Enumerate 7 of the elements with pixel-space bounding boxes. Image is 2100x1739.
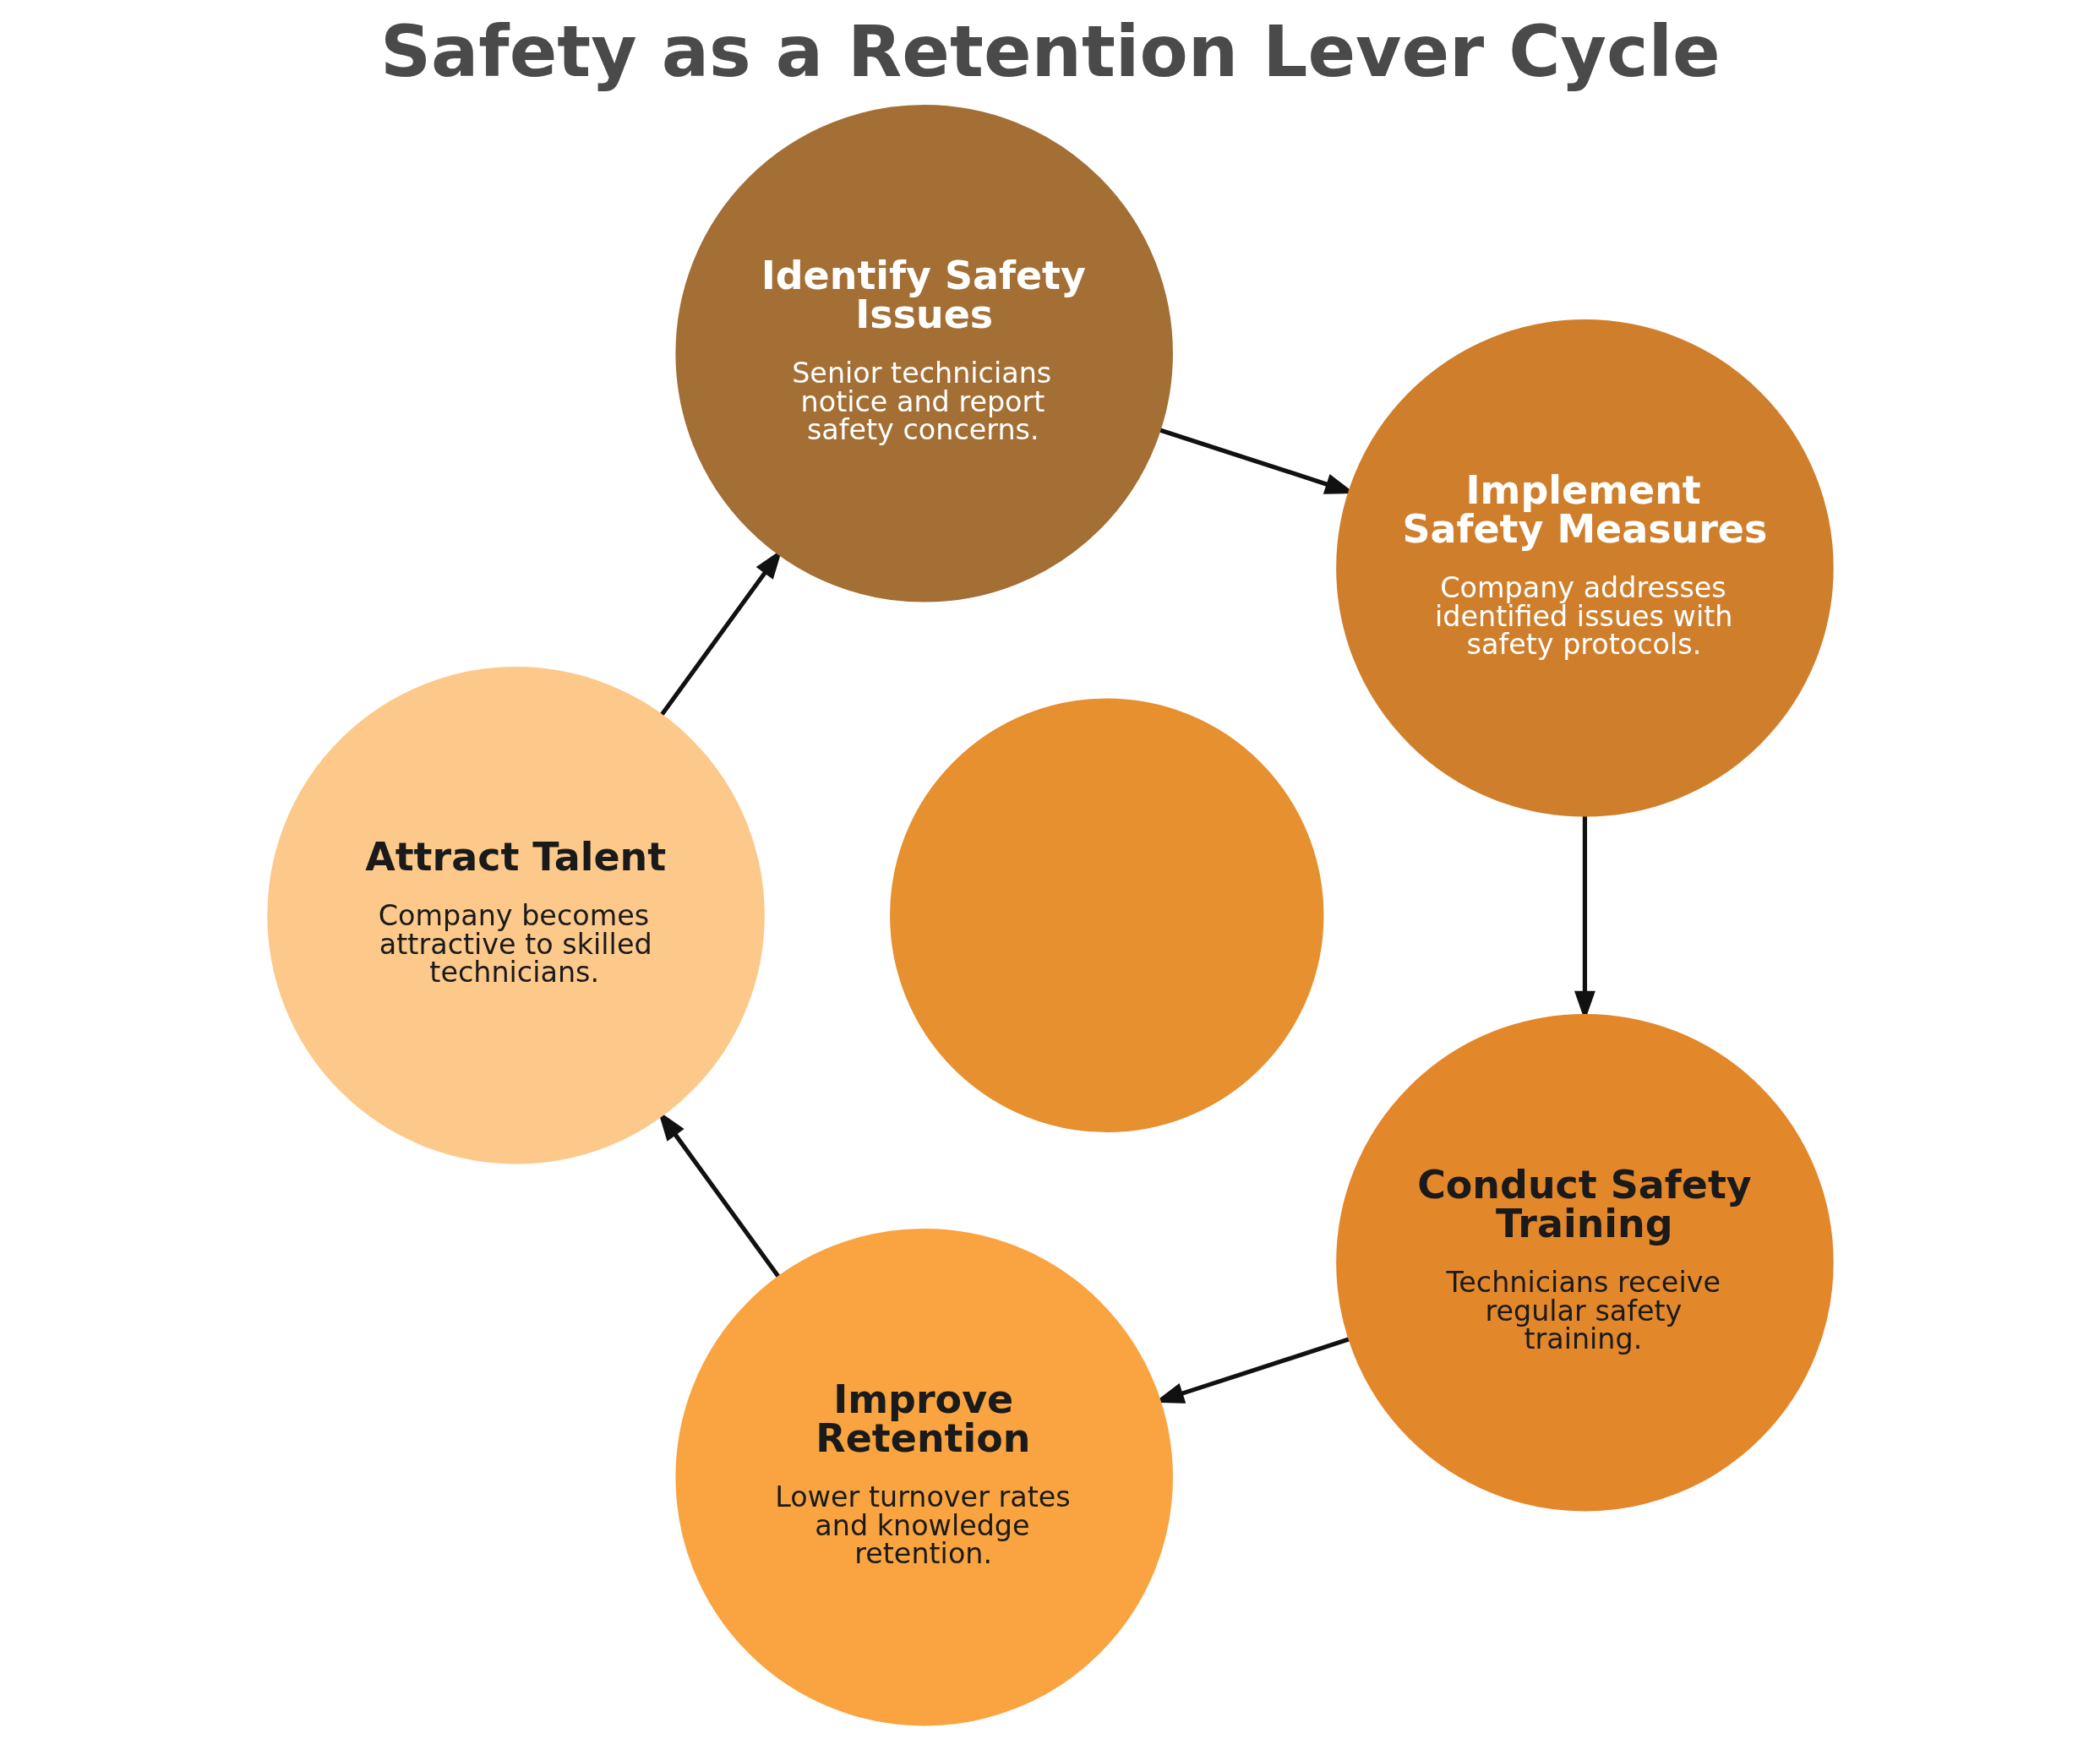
node-circle: Implement Safety Measures Company addresses identified issues with safety protocols.: [1335, 319, 1834, 817]
node-circle: Improve Retention Lower turnover rates and knowledge retention.: [674, 1228, 1173, 1726]
node-circle: Attract Talent Company becomes attractive to skilled technicians.: [266, 667, 765, 1164]
node-circle: Conduct Safety Training Technicians receive regular safety training.: [1335, 1013, 1834, 1512]
node-circle: [889, 698, 1323, 1132]
node-circle: Identify Safety Issues Senior technicians notice and report safety concerns.: [674, 105, 1173, 602]
diagram-title: Safety as a Retention Lever Cycle: [379, 10, 1721, 93]
